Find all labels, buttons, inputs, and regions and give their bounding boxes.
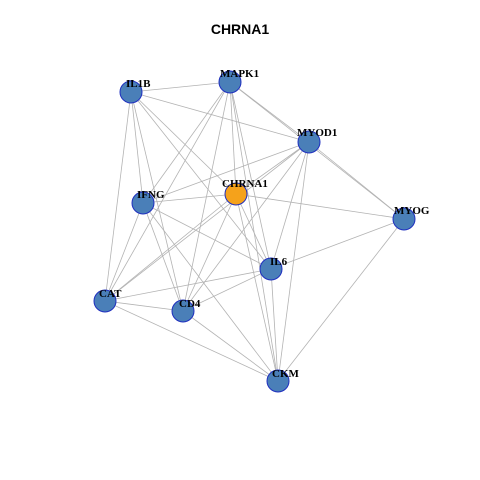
node-chrna1[interactable]	[224, 182, 248, 206]
edge-il6-cd4	[182, 268, 272, 312]
edge-chrna1-ckm	[235, 193, 279, 382]
edge-mapk1-il6	[229, 81, 272, 270]
node-label-ckm: CKM	[272, 368, 300, 380]
edge-myod1-myog	[308, 141, 405, 220]
node-label-cd4: CD4	[179, 298, 201, 310]
edge-chrna1-il6	[235, 193, 272, 270]
node-cd4[interactable]	[171, 299, 195, 323]
edge-chrna1-cat	[104, 193, 237, 302]
edge-mapk1-myog	[229, 81, 405, 220]
edge-myod1-chrna1	[235, 141, 310, 195]
edge-il6-ckm	[270, 268, 279, 382]
edge-mapk1-cat	[104, 81, 231, 302]
edge-myod1-il6	[270, 141, 310, 270]
edge-il1b-mapk1	[130, 81, 231, 93]
edge-chrna1-ifng	[142, 193, 237, 204]
node-label-chrna1: CHRNA1	[222, 178, 268, 190]
edge-mapk1-ckm	[229, 81, 279, 382]
edge-cat-cd4	[104, 300, 184, 312]
edge-il1b-chrna1	[130, 91, 237, 195]
node-myod1[interactable]	[297, 130, 321, 154]
node-label-il6: IL6	[270, 256, 288, 268]
node-label-cat: CAT	[99, 288, 122, 300]
edge-ifng-ckm	[142, 202, 279, 382]
edge-ifng-cd4	[142, 202, 184, 312]
graph-title: CHRNA1	[210, 21, 270, 37]
edge-il1b-cat	[104, 91, 132, 302]
edge-myod1-ifng	[142, 141, 310, 204]
edge-chrna1-cd4	[182, 193, 237, 312]
edge-il1b-il6	[130, 91, 272, 270]
edge-ifng-cat	[104, 202, 144, 302]
node-label-mapk1: MAPK1	[220, 68, 259, 80]
edge-il1b-ifng	[130, 91, 144, 204]
node-myog[interactable]	[392, 207, 416, 231]
edge-cd4-ckm	[182, 310, 279, 382]
node-cat[interactable]	[93, 289, 117, 313]
edge-chrna1-myog	[235, 193, 405, 220]
node-label-myog: MYOG	[394, 205, 430, 217]
node-il6[interactable]	[259, 257, 283, 281]
edge-cat-ckm	[104, 300, 279, 382]
edge-mapk1-chrna1	[229, 81, 237, 195]
edge-il6-cat	[104, 268, 272, 302]
node-label-ifng: IFNG	[137, 189, 165, 201]
edge-myod1-ckm	[277, 141, 310, 382]
node-il1b[interactable]	[119, 80, 143, 104]
node-label-myod1: MYOD1	[297, 127, 337, 139]
node-ifng[interactable]	[131, 191, 155, 215]
edge-mapk1-ifng	[142, 81, 231, 204]
edge-ifng-il6	[142, 202, 272, 270]
node-label-il1b: IL1B	[126, 78, 151, 90]
edge-layer	[104, 81, 405, 382]
edge-myod1-cat	[104, 141, 310, 302]
node-mapk1[interactable]	[218, 70, 242, 94]
edge-myog-ckm	[277, 218, 405, 382]
node-ckm[interactable]	[266, 369, 290, 393]
edge-myog-il6	[270, 218, 405, 270]
edge-il1b-myod1	[130, 91, 310, 143]
